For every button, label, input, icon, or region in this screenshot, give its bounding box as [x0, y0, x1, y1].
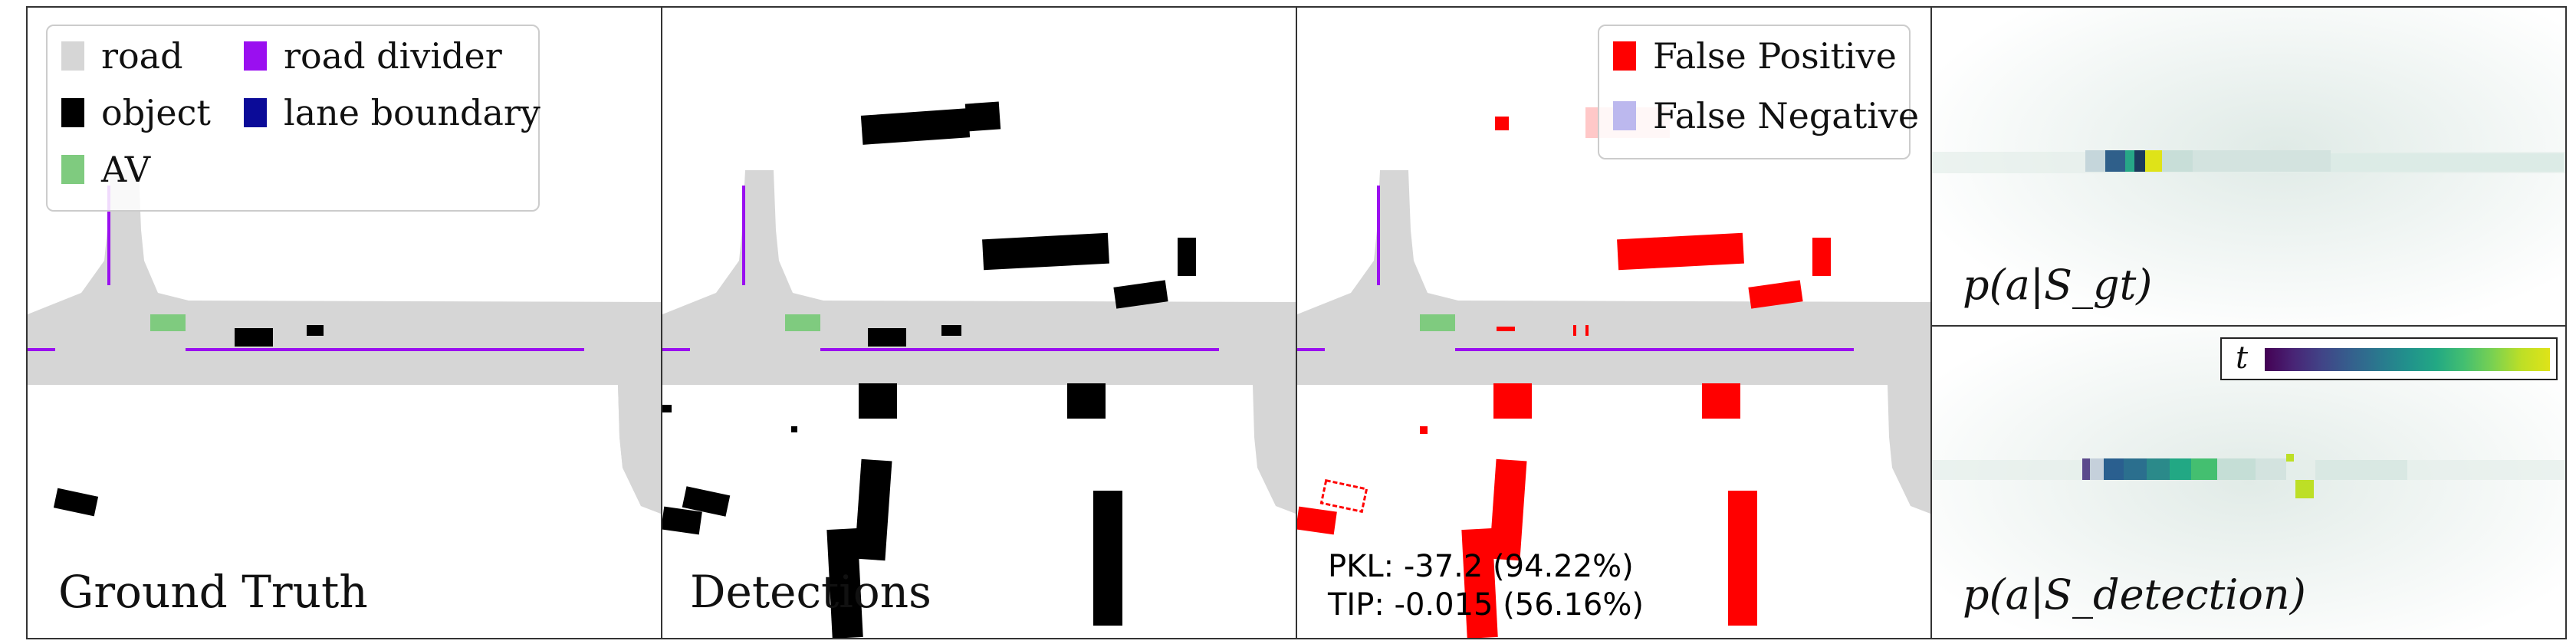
gt-distribution-plot [1932, 8, 2565, 325]
trajectory-cells [2082, 454, 2407, 498]
object-box [307, 325, 324, 336]
lane-boundary-swatch [244, 98, 267, 127]
detected-objects [662, 101, 1196, 638]
false-negative-swatch [1613, 101, 1636, 130]
trajectory-cells [2085, 150, 2564, 172]
road-area [1297, 170, 1930, 514]
road-divider-vertical [107, 186, 110, 285]
map-legend: road road divider object lane boundary A… [46, 25, 540, 212]
time-colorbar: t [2220, 337, 2558, 380]
errors-panel: False Positive False Negative PKL: -37.2… [1296, 6, 1932, 639]
legend-item-false-negative: False Negative [1613, 95, 1919, 136]
road-divider-left [662, 348, 690, 351]
road-area [662, 170, 1296, 514]
road-area [28, 170, 661, 638]
legend-item-false-positive: False Positive [1613, 35, 1897, 77]
gt-distribution-label: p(a|S_gt) [1963, 261, 2153, 309]
av-marker [150, 314, 186, 331]
av-marker [785, 314, 820, 331]
detections-panel: Detections [661, 6, 1297, 639]
gt-distribution-panel: p(a|S_gt) [1930, 6, 2567, 327]
false-positive-boxes [1297, 117, 1831, 638]
av-marker [1420, 314, 1455, 331]
road-divider-vertical [742, 186, 745, 285]
detection-distribution-label: p(a|S_detection) [1963, 570, 2306, 619]
panel-title: Detections [690, 566, 932, 618]
false-positive-swatch [1613, 41, 1636, 71]
legend-item-object: object [61, 92, 211, 133]
legend-item-lane-boundary: lane boundary [244, 92, 540, 133]
ground-truth-panel: road road divider object lane boundary A… [26, 6, 662, 639]
colorbar-label: t [2236, 340, 2249, 376]
panel-title: Ground Truth [58, 566, 368, 618]
colorbar-gradient [2265, 348, 2550, 371]
road-divider [186, 348, 584, 351]
road-divider-left [1297, 348, 1325, 351]
false-positive-outline [1319, 478, 1368, 514]
road-divider [1455, 348, 1854, 351]
legend-item-road: road [61, 35, 183, 77]
legend-item-av: AV [61, 149, 150, 190]
road-divider [820, 348, 1219, 351]
detection-distribution-panel: t p(a|S_detection) [1930, 325, 2567, 639]
object-box [235, 328, 273, 347]
road-divider-swatch [244, 41, 267, 71]
object-box [53, 488, 99, 517]
tip-metric: TIP: -0.015 (56.16%) [1328, 587, 1644, 623]
object-swatch [61, 98, 84, 127]
av-swatch [61, 155, 84, 184]
legend-item-road-divider: road divider [244, 35, 502, 77]
road-swatch [61, 41, 84, 71]
ground-truth-map [28, 170, 661, 638]
road-divider-left [28, 348, 55, 351]
road-divider-vertical [1377, 186, 1380, 285]
detections-map [662, 101, 1296, 638]
error-legend: False Positive False Negative [1598, 25, 1919, 159]
pkl-metric: PKL: -37.2 (94.22%) [1328, 549, 1634, 584]
